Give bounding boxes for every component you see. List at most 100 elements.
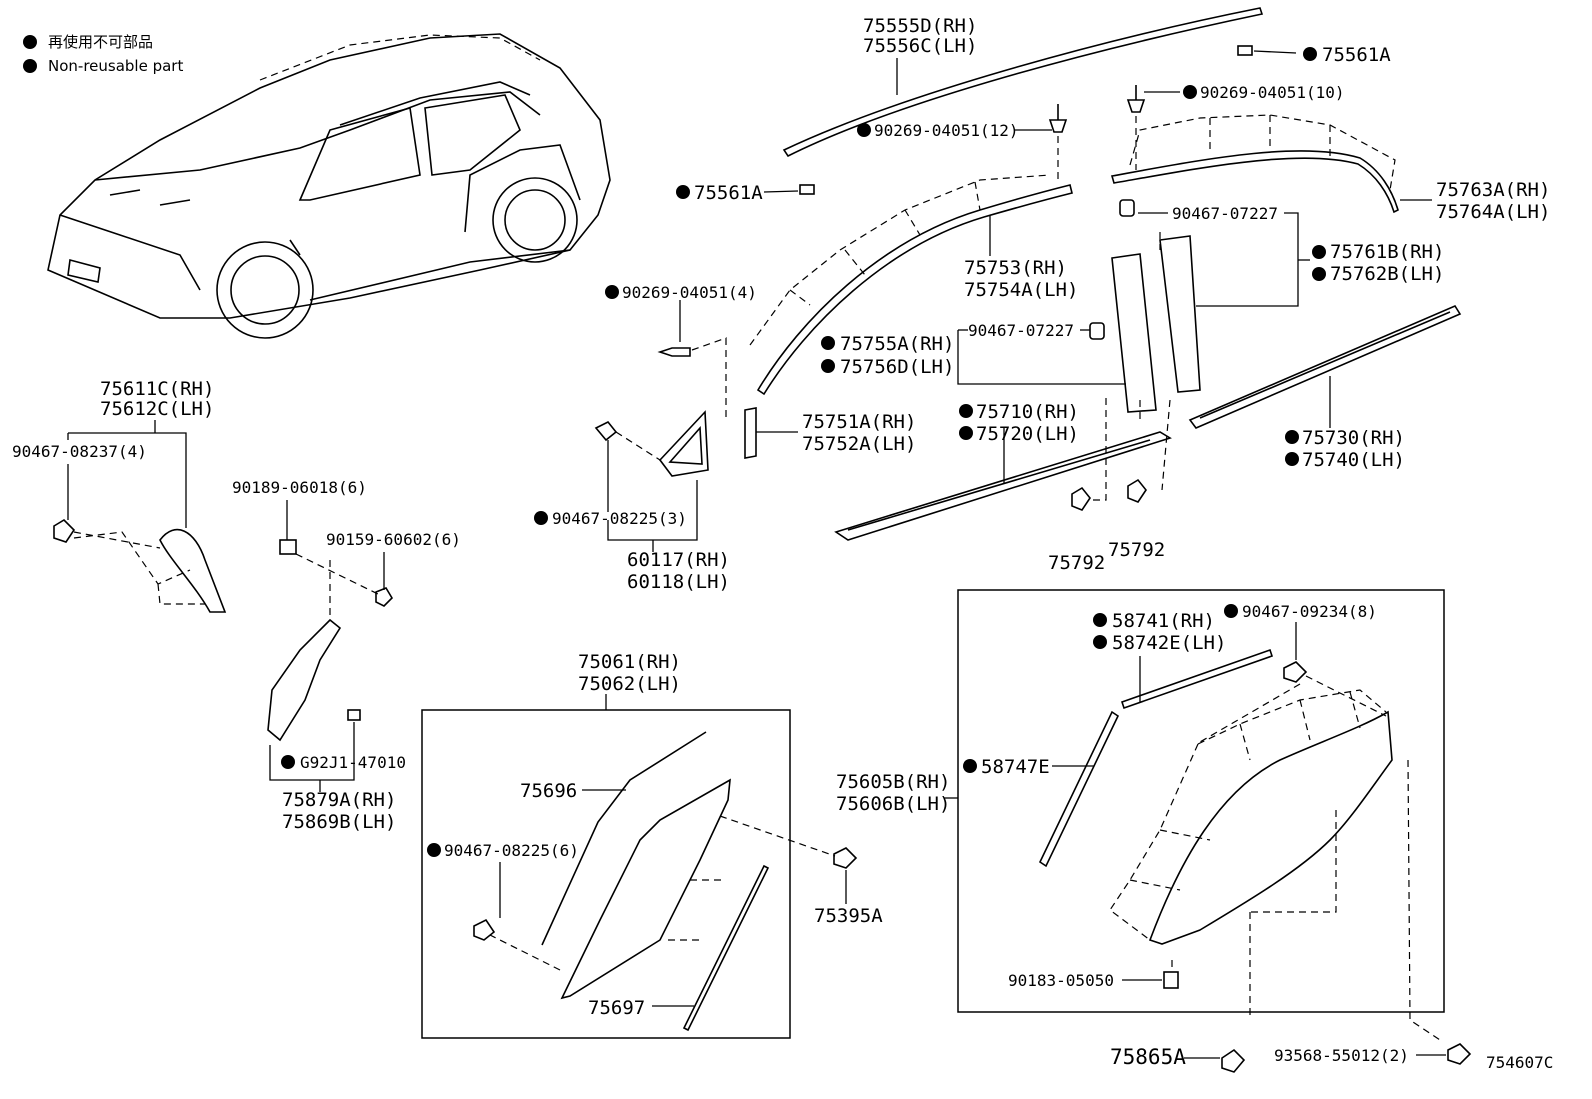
label-75561a-top: 75561A — [1322, 44, 1391, 66]
label-75755a: 75755A(RH) — [840, 333, 954, 355]
roof-moulding-part — [782, 7, 1264, 158]
label-58742e: 58742E(LH) — [1112, 632, 1226, 654]
label-75696: 75696 — [520, 780, 577, 802]
screw-group-90269: 90269-04051(10) 90269-04051(12) — [857, 83, 1345, 180]
label-75730: 75730(RH) — [1302, 427, 1405, 449]
label-75710: 75710(RH) — [976, 401, 1079, 423]
door-frame-moulding-part — [756, 184, 1073, 396]
clip-75792-group: 75792 75792 — [1048, 398, 1165, 574]
bolt-icon — [375, 587, 394, 607]
corner-garnish-part — [658, 410, 709, 477]
legend: 再使用不可部品 Non-reusable part — [23, 33, 183, 75]
belt-moulding-group-75755: 75755A(RH) 75756D(LH) 90467-07227 — [821, 321, 1126, 385]
label-90183: 90183-05050 — [1008, 971, 1114, 990]
label-90467-08225-6: 90467-08225(6) — [444, 841, 579, 860]
label-75612c: 75612C(LH) — [100, 398, 214, 420]
fender-moulding-part — [1120, 648, 1274, 710]
legend-dot-icon — [23, 35, 37, 49]
pillar-garnish-group: 90467-07227 75761B(RH) 75762B(LH) — [1111, 199, 1444, 491]
label-75061: 75061(RH) — [578, 651, 681, 673]
label-90467-09234: 90467-09234(8) — [1242, 602, 1377, 621]
label-75754a: 75754A(LH) — [964, 279, 1078, 301]
label-75740: 75740(LH) — [1302, 449, 1405, 471]
clip-icon — [1127, 478, 1147, 503]
pillar-tape-part — [744, 407, 757, 459]
mirror-corner-group: 90269-04051(4) 90467-08225(3) 60117(RH) … — [534, 283, 757, 593]
rear-belt-moulding-group: 75730(RH) 75740(LH) — [1188, 304, 1462, 471]
label-90467-08237: 90467-08237(4) — [12, 442, 147, 461]
label-75792-b: 75792 — [1108, 539, 1165, 561]
label-75611c: 75611C(RH) — [100, 378, 214, 400]
nut-icon — [279, 539, 297, 555]
bracket-part — [267, 618, 342, 742]
label-90189: 90189-06018(6) — [232, 478, 367, 497]
fender-flare-group: 75605B(RH) 75606B(LH) 58741(RH) 58742E(L… — [836, 589, 1445, 1041]
clip-icon — [1283, 661, 1308, 683]
fender-trim-part — [159, 528, 227, 613]
label-75720: 75720(LH) — [976, 423, 1079, 445]
clip-icon — [833, 847, 858, 869]
pillar-tape-group: 75751A(RH) 75752A(LH) — [744, 407, 916, 459]
label-58747e: 58747E — [981, 756, 1050, 778]
label-75752a: 75752A(LH) — [802, 433, 916, 455]
quarter-garnish-group: 75061(RH) 75062(LH) 75696 90467-08225(6)… — [421, 651, 883, 1039]
roof-moulding-group: 75555D(RH) 75556C(LH) 75561A 75561A — [676, 7, 1391, 204]
clip-icon — [347, 709, 361, 721]
label-75062: 75062(LH) — [578, 673, 681, 695]
clip-icon — [594, 420, 618, 442]
quarter-garnish-part — [560, 778, 731, 1000]
screw-icon — [657, 347, 691, 357]
label-75865a: 75865A — [1110, 1045, 1186, 1069]
figure-id: 754607C — [1486, 1053, 1553, 1072]
bottom-fastener-group: 75865A 93568-55012(2) — [1110, 1043, 1472, 1073]
clip-icon — [473, 918, 496, 941]
label-75764a: 75764A(LH) — [1436, 201, 1550, 223]
label-75869b: 75869B(LH) — [282, 811, 396, 833]
quarter-garnish-edge — [541, 731, 707, 946]
fender-flare-box — [957, 589, 1445, 1013]
label-93568: 93568-55012(2) — [1274, 1046, 1409, 1065]
label-75761b: 75761B(RH) — [1330, 241, 1444, 263]
bolt-icon — [1447, 1043, 1472, 1065]
legend-dot-icon — [23, 59, 37, 73]
door-frame-moulding-group: 75753(RH) 75754A(LH) — [749, 174, 1078, 396]
label-90467-08225-3: 90467-08225(3) — [552, 509, 687, 528]
clip-75561a-left — [799, 184, 815, 195]
label-90269-4: 90269-04051(4) — [622, 283, 757, 302]
label-75762b: 75762B(LH) — [1330, 263, 1444, 285]
label-75606b: 75606B(LH) — [836, 793, 950, 815]
label-75753: 75753(RH) — [964, 257, 1067, 279]
quarter-strip-part — [682, 864, 770, 1032]
label-90269-10: 90269-04051(10) — [1200, 83, 1345, 102]
fender-flare-part — [1148, 710, 1393, 945]
fender-edge-strip-part — [1038, 710, 1120, 868]
label-75751a: 75751A(RH) — [802, 411, 916, 433]
rear-belt-moulding-part — [1188, 304, 1462, 429]
label-90467-07227-top: 90467-07227 — [1172, 204, 1278, 223]
label-60118: 60118(LH) — [627, 571, 730, 593]
label-90467-07227-mid: 90467-07227 — [968, 321, 1074, 340]
legend-en-text: Non-reusable part — [48, 57, 183, 75]
pillar-garnish-rear — [1159, 235, 1201, 393]
label-75556c: 75556C(LH) — [863, 35, 977, 57]
clip-75561a-top — [1237, 45, 1253, 56]
pillar-garnish-front — [1111, 253, 1157, 413]
label-90159: 90159-60602(6) — [326, 530, 461, 549]
screw-icon — [1126, 85, 1146, 113]
rear-moulding-part — [1110, 150, 1399, 214]
label-58741: 58741(RH) — [1112, 610, 1215, 632]
clip-icon — [1119, 199, 1135, 217]
screw-icon — [1048, 104, 1068, 133]
label-75697: 75697 — [588, 997, 645, 1019]
clip-icon — [1221, 1048, 1246, 1073]
car-overview-illustration — [47, 33, 611, 339]
legend-jp-text: 再使用不可部品 — [48, 33, 153, 51]
label-75879a: 75879A(RH) — [282, 789, 396, 811]
label-90269-12: 90269-04051(12) — [874, 121, 1019, 140]
clip-icon — [1071, 486, 1091, 511]
label-75561a-left: 75561A — [694, 182, 763, 204]
label-75763a: 75763A(RH) — [1436, 179, 1550, 201]
front-belt-moulding-group: 75710(RH) 75720(LH) — [834, 401, 1172, 541]
label-75555d: 75555D(RH) — [863, 15, 977, 37]
